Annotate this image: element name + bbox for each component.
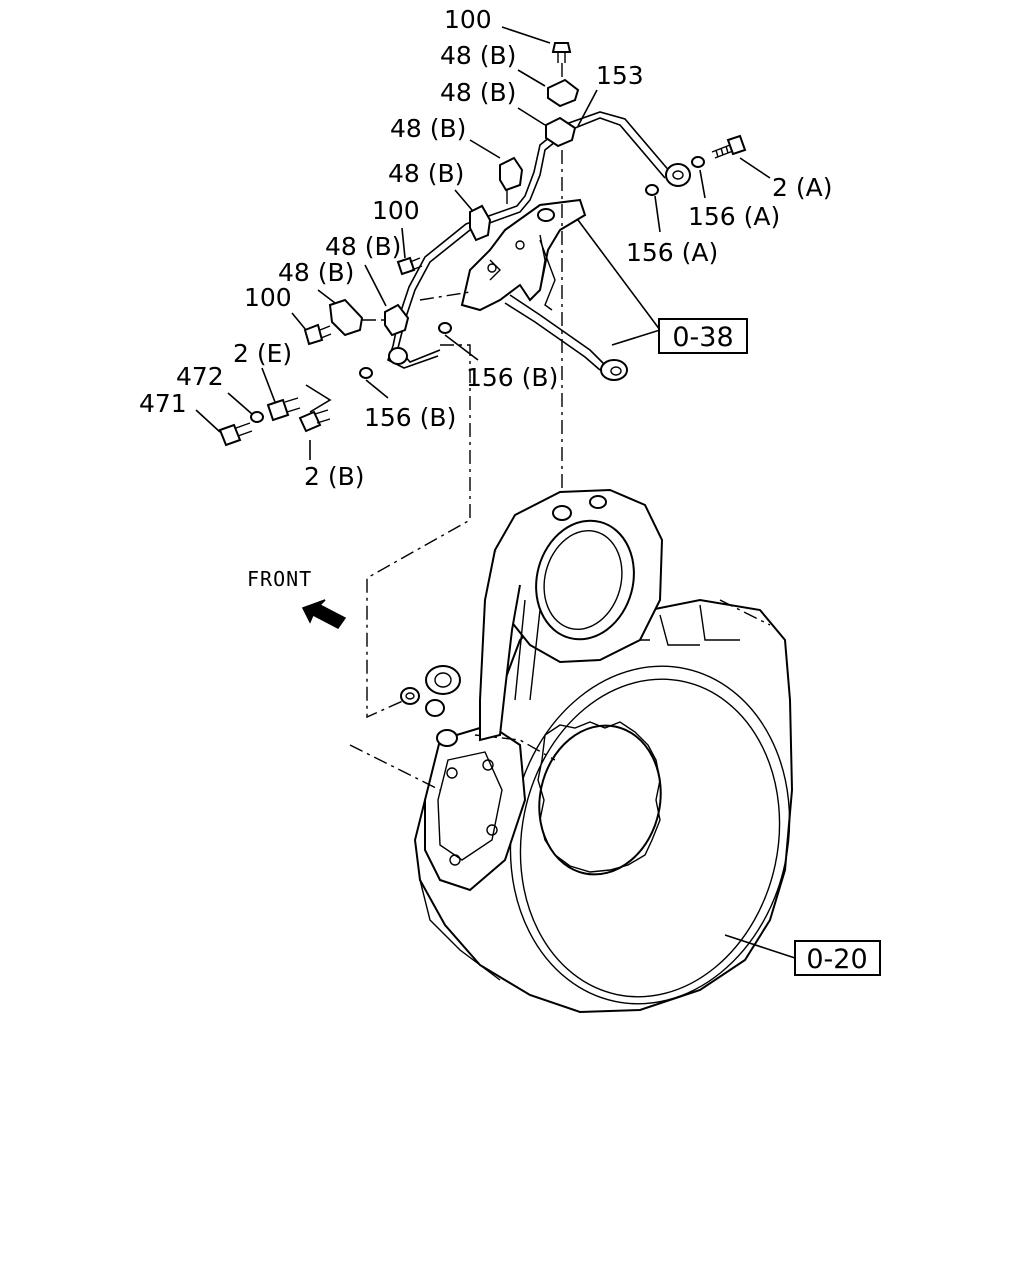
ref-0-38-label: 0-38 (672, 322, 733, 353)
bolt-471 (218, 422, 253, 447)
front-arrow-icon (301, 599, 347, 629)
label-472: 472 (176, 362, 224, 391)
washer-set-housing (400, 665, 461, 717)
label-156a-1: 156 (A) (688, 202, 780, 231)
label-156a-2: 156 (A) (626, 238, 718, 267)
ref-box-0-20: 0-20 (794, 940, 881, 976)
label-156b-1: 156 (B) (466, 363, 558, 392)
washer-472 (250, 411, 264, 423)
label-153: 153 (596, 61, 644, 90)
washer-156b-1 (438, 322, 452, 334)
clamp-48b-3 (499, 156, 524, 192)
bolt-100-left (303, 323, 332, 346)
bolt-2a (711, 134, 747, 159)
label-2a: 2 (A) (772, 173, 832, 202)
label-48b-4: 48 (B) (388, 159, 464, 188)
label-100-top: 100 (444, 5, 492, 34)
clamp-48b-top (547, 78, 580, 108)
label-156b-2: 156 (B) (364, 403, 456, 432)
label-48b-6: 48 (B) (278, 258, 354, 287)
label-48b-5: 48 (B) (325, 232, 401, 261)
label-2b: 2 (B) (304, 462, 365, 491)
bolt-2b (298, 409, 331, 433)
washer-156a-1 (691, 156, 705, 168)
label-100-left: 100 (244, 283, 292, 312)
bolt-2e (266, 397, 301, 422)
label-100-mid: 100 (372, 196, 420, 225)
label-2e: 2 (E) (233, 339, 292, 368)
bolt-100-top (551, 42, 572, 63)
washer-156a-2 (645, 184, 659, 196)
clamp-48b-5 (384, 303, 410, 337)
bracket-assembly (460, 198, 628, 381)
washer-156b-2 (359, 367, 373, 379)
oil-tube-153 (387, 111, 691, 369)
label-48b-3: 48 (B) (390, 114, 466, 143)
clamp-48b-6 (328, 298, 364, 337)
ref-box-0-38: 0-38 (658, 318, 748, 354)
clamp-48b-4 (469, 204, 492, 242)
label-471: 471 (139, 389, 187, 418)
front-label: FRONT (247, 567, 312, 591)
label-48b-1: 48 (B) (440, 41, 516, 70)
bell-housing-upper (479, 488, 664, 742)
clamp-48b-2 (545, 116, 577, 148)
bolt-100-mid (396, 256, 423, 276)
flywheel-housing (413, 598, 794, 1014)
leader-lines (195, 26, 796, 959)
ref-0-20-label: 0-20 (806, 944, 867, 975)
label-48b-2: 48 (B) (440, 78, 516, 107)
center-lines (349, 63, 563, 791)
